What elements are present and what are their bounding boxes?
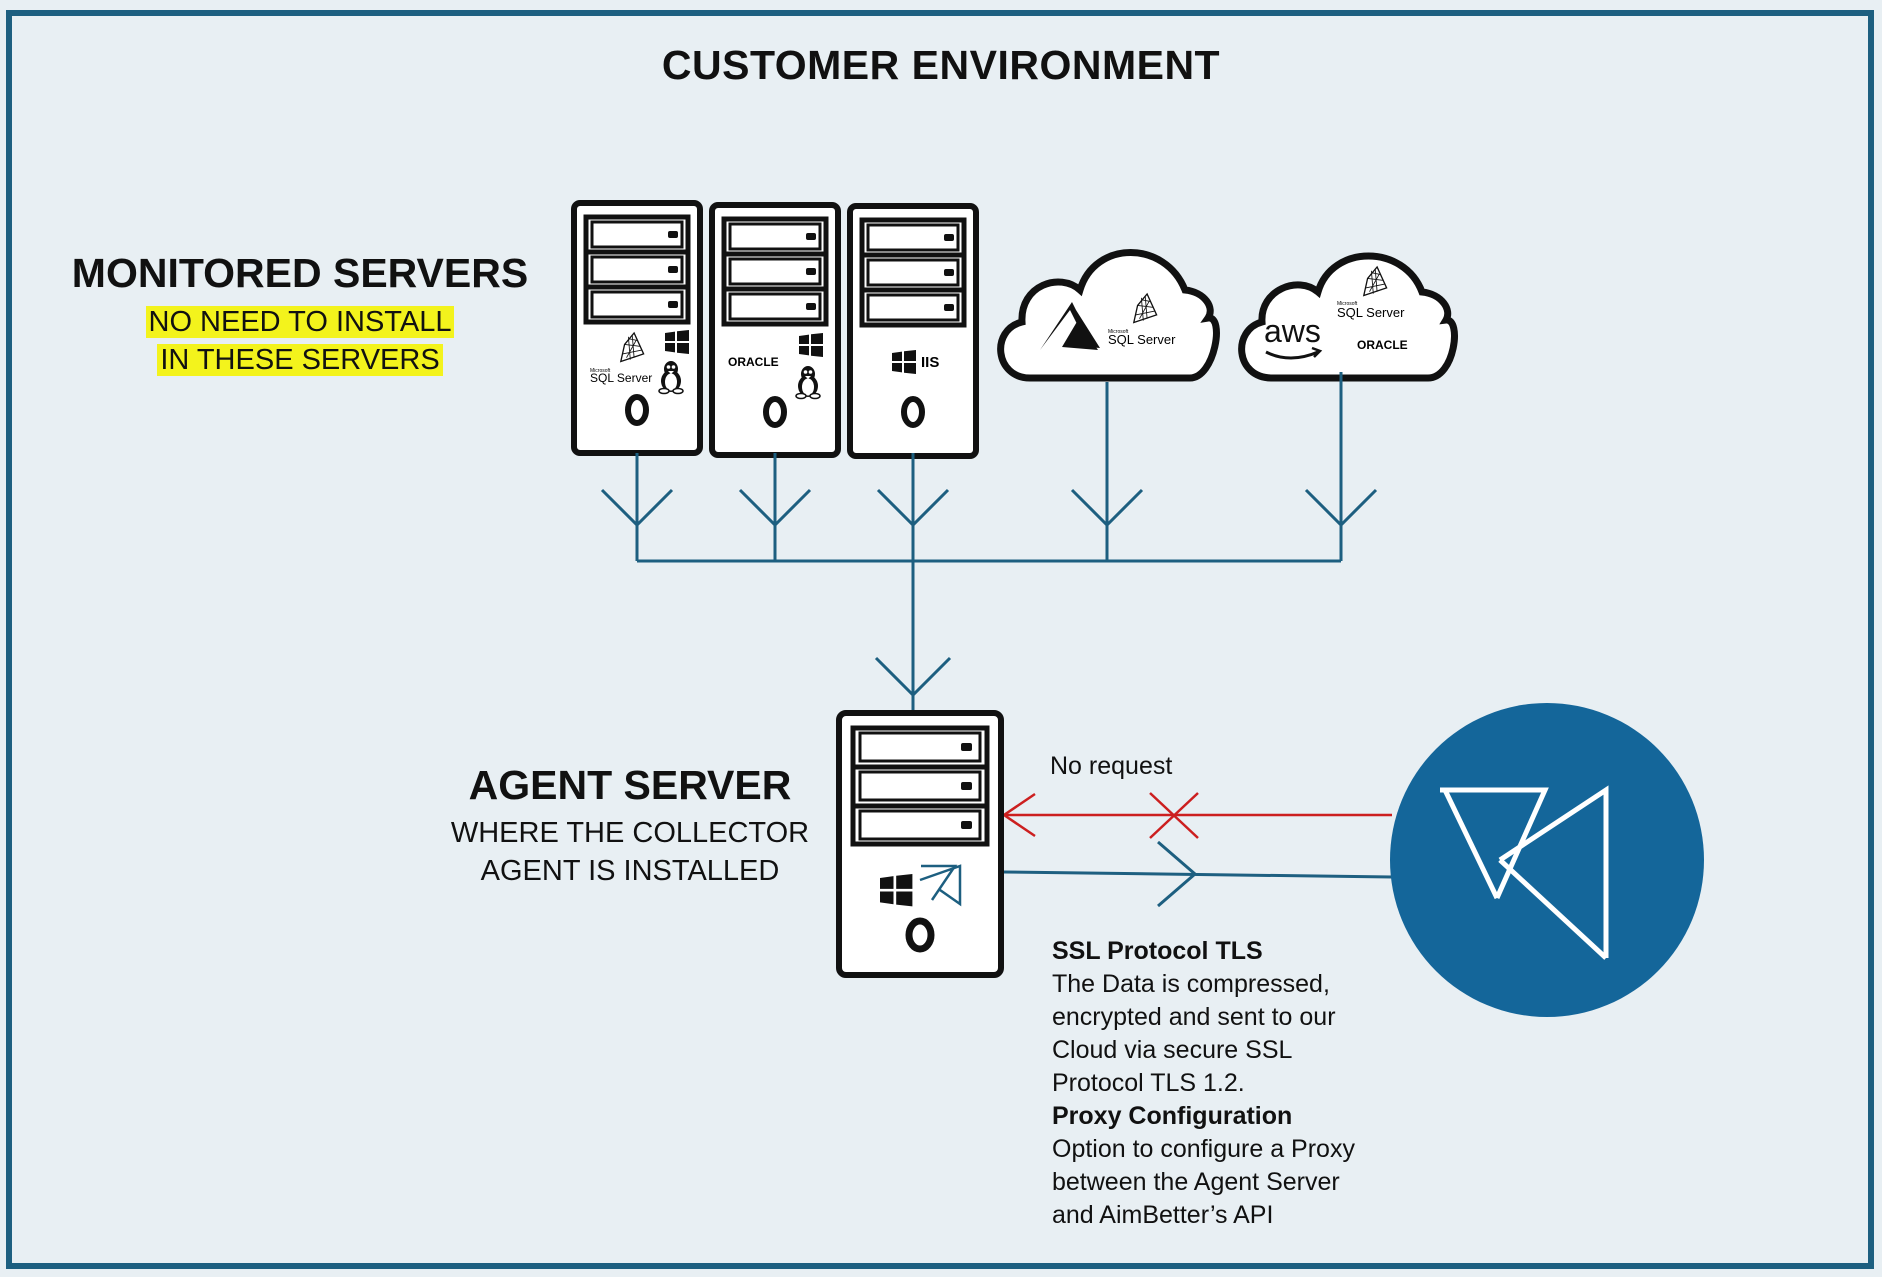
svg-text:Microsoft: Microsoft xyxy=(1108,329,1129,335)
server-tower-2: ORACLE xyxy=(712,205,838,455)
collection-lines xyxy=(600,372,1393,908)
no-request-arrow xyxy=(1001,792,1392,839)
page-title: CUSTOMER ENVIRONMENT xyxy=(661,42,1221,88)
power-button-icon xyxy=(763,396,787,428)
power-button-icon xyxy=(901,396,925,428)
monitored-note-line1: NO NEED TO INSTALL xyxy=(40,303,560,341)
iis-text: IIS xyxy=(921,354,939,371)
proxy-line: Option to configure a Proxy xyxy=(1052,1135,1355,1163)
agent-server-subtitle: WHERE THE COLLECTOR AGENT IS INSTALLED xyxy=(400,814,860,890)
proxy-line: and AimBetter’s API xyxy=(1052,1201,1274,1229)
server-tower-1: Microsoft SQL Server xyxy=(574,203,700,453)
monitored-note-line2: IN THESE SERVERS xyxy=(40,341,560,379)
agent-server-tower xyxy=(836,710,1004,978)
svg-text:Microsoft: Microsoft xyxy=(1337,301,1358,307)
server-tower-3: IIS xyxy=(850,206,976,456)
proxy-title: Proxy Configuration xyxy=(1052,1102,1293,1130)
agent-sub-line2: AGENT IS INSTALLED xyxy=(480,855,780,887)
sql-server-text: SQL Server xyxy=(590,371,652,385)
connection-notes: SSL Protocol TLS The Data is compressed,… xyxy=(1052,935,1452,1232)
aimbetter-icon xyxy=(1440,785,1609,960)
ssl-line: The Data is compressed, xyxy=(1052,970,1330,998)
ssl-title: SSL Protocol TLS xyxy=(1052,937,1263,965)
ssl-line: Protocol TLS 1.2. xyxy=(1052,1069,1245,1097)
ssl-line: encrypted and sent to our xyxy=(1052,1003,1336,1031)
svg-text:SQL Server: SQL Server xyxy=(1108,332,1176,347)
highlight-text: NO NEED TO INSTALL xyxy=(145,306,455,338)
aimbetter-cloud xyxy=(1390,703,1704,1017)
sql-microsoft-text: Microsoft xyxy=(590,368,611,374)
oracle-text: ORACLE xyxy=(1357,338,1408,352)
oracle-text: ORACLE xyxy=(728,355,779,369)
no-request-label: No request xyxy=(1050,752,1173,780)
aws-icon: aws xyxy=(1264,313,1321,349)
agent-server-title: AGENT SERVER xyxy=(468,762,792,808)
agent-sub-line1: WHERE THE COLLECTOR xyxy=(450,817,810,849)
svg-text:SQL Server: SQL Server xyxy=(1337,305,1405,320)
ssl-line: Cloud via secure SSL xyxy=(1052,1036,1293,1064)
azure-cloud: Microsoft SQL Server xyxy=(997,249,1220,382)
monitored-servers-title: MONITORED SERVERS xyxy=(71,250,529,296)
aimbetter-small-icon xyxy=(919,864,962,907)
environment-frame xyxy=(6,10,1874,1269)
aws-cloud: aws Microsoft SQL Server ORACLE xyxy=(1238,252,1458,382)
power-button-icon xyxy=(625,394,649,426)
highlight-text: IN THESE SERVERS xyxy=(157,344,443,376)
proxy-line: between the Agent Server xyxy=(1052,1168,1340,1196)
power-button-icon xyxy=(905,917,935,953)
